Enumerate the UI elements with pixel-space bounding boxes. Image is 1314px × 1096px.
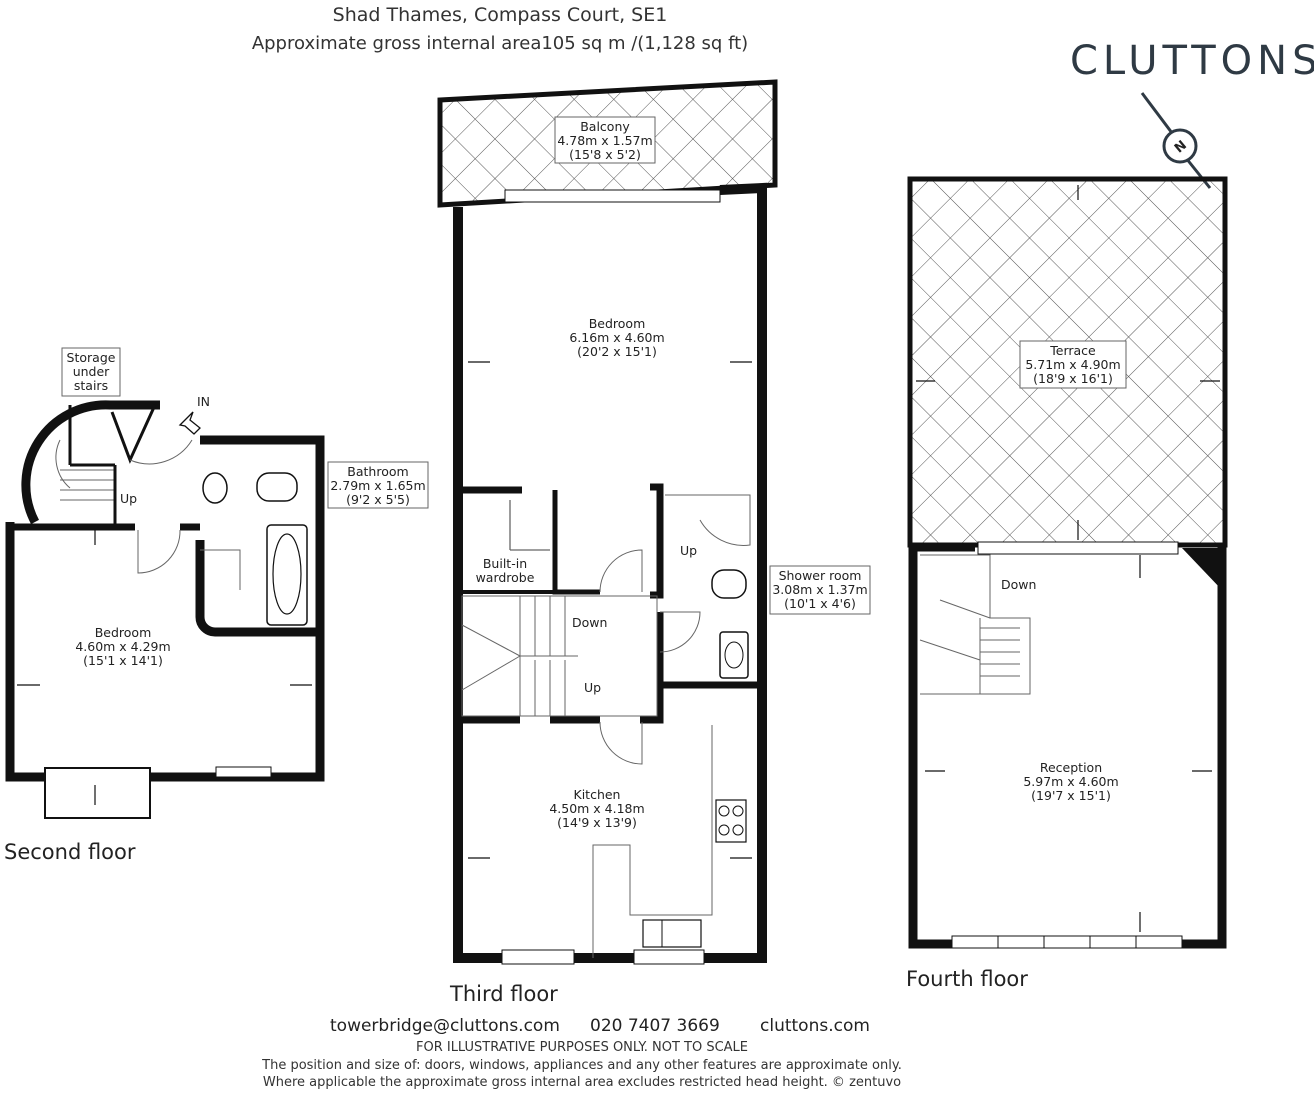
bathroom-metric: 2.79m x 1.65m	[330, 478, 425, 493]
second-floor-plan: Storage under stairs IN Up Bathroom 2.79…	[5, 347, 429, 819]
bathroom-imperial: (9'2 x 5'5)	[346, 492, 410, 507]
wardrobe-label-line2: wardrobe	[476, 570, 535, 585]
reception-imperial: (19'7 x 15'1)	[1031, 788, 1111, 803]
cluttons-logo: CLUTTONS	[1070, 38, 1314, 84]
entrance-label: IN	[197, 394, 210, 409]
bathroom-name: Bathroom	[347, 464, 408, 479]
reception-metric: 5.97m x 4.60m	[1023, 774, 1118, 789]
kitchen-metric: 4.50m x 4.18m	[549, 801, 644, 816]
shower-room-name: Shower room	[779, 568, 862, 583]
kitchen-name: Kitchen	[574, 787, 621, 802]
third-floor-plan: Balcony 4.78m x 1.57m (15'8 x 5'2) Bedro…	[437, 79, 871, 965]
plan-subtitle: Approximate gross internal area105 sq m …	[251, 33, 749, 54]
second-bedroom-metric: 4.60m x 4.29m	[75, 639, 170, 654]
shower-room-imperial: (10'1 x 4'6)	[784, 596, 856, 611]
fourth-floor-label: Fourth floor	[906, 967, 1028, 991]
contact-email[interactable]: towerbridge@cluttons.com	[330, 1016, 560, 1036]
third-bedroom-imperial: (20'2 x 15'1)	[577, 344, 657, 359]
storage-label: Storage	[67, 350, 116, 365]
reception-name: Reception	[1040, 760, 1102, 775]
disclaimer-features: The position and size of: doors, windows…	[262, 1058, 902, 1073]
kitchen-imperial: (14'9 x 13'9)	[557, 815, 637, 830]
shower-stairs-up-label: Up	[680, 543, 697, 558]
third-stairs-up-label: Up	[584, 680, 601, 695]
shower-room-metric: 3.08m x 1.37m	[772, 582, 867, 597]
contact-website[interactable]: cluttons.com	[760, 1016, 870, 1036]
second-stairs-up-label: Up	[120, 491, 137, 506]
second-bedroom-name: Bedroom	[95, 625, 152, 640]
third-stairs-down-label: Down	[572, 615, 607, 630]
balcony-metric: 4.78m x 1.57m	[557, 133, 652, 148]
balcony-name: Balcony	[580, 119, 630, 134]
second-floor-label: Second floor	[4, 840, 136, 864]
terrace-imperial: (18'9 x 16'1)	[1033, 371, 1113, 386]
north-compass-icon: N	[1140, 92, 1212, 189]
wardrobe-label: Built-in	[483, 556, 527, 571]
terrace-name: Terrace	[1049, 343, 1096, 358]
balcony-imperial: (15'8 x 5'2)	[569, 147, 641, 162]
contact-phone[interactable]: 020 7407 3669	[590, 1016, 720, 1036]
second-bedroom-imperial: (15'1 x 14'1)	[83, 653, 163, 668]
third-bedroom-metric: 6.16m x 4.60m	[569, 330, 664, 345]
third-bedroom-name: Bedroom	[589, 316, 646, 331]
terrace-metric: 5.71m x 4.90m	[1025, 357, 1120, 372]
disclaimer-area: Where applicable the approximate gross i…	[262, 1075, 902, 1090]
plan-title: Shad Thames, Compass Court, SE1	[332, 4, 668, 26]
disclaimer-scale: FOR ILLUSTRATIVE PURPOSES ONLY. NOT TO S…	[415, 1040, 749, 1055]
third-floor-label: Third floor	[450, 982, 558, 1006]
fourth-floor-plan: Terrace 5.71m x 4.90m (18'9 x 16'1) Down…	[907, 176, 1228, 949]
storage-label-line2: under	[73, 364, 110, 379]
fourth-stairs-down-label: Down	[1001, 577, 1036, 592]
storage-label-line3: stairs	[74, 378, 108, 393]
